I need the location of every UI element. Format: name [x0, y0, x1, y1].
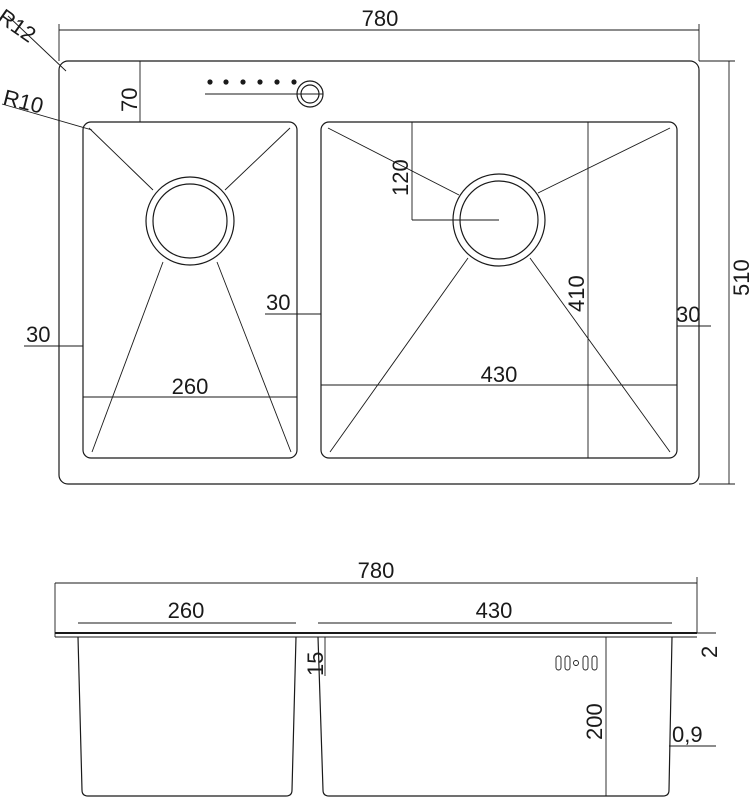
dim-overall-width-top-label: 780 — [362, 6, 399, 31]
right-bowl-profile — [317, 636, 673, 797]
left-bowl-slope-lines — [88, 127, 292, 453]
overflow-dots — [207, 79, 297, 85]
left-bowl-profile — [77, 636, 297, 797]
side-view: 780 260 430 15 200 2 — [54, 558, 722, 797]
dim-overall-height — [699, 60, 735, 485]
dim-left-margin-label: 30 — [26, 322, 50, 347]
left-bowl-outline — [82, 121, 298, 459]
left-drain — [145, 176, 235, 266]
dim-overall-width-side-label: 780 — [358, 558, 395, 583]
dim-overall-width-top — [58, 24, 700, 61]
dim-right-margin-label: 30 — [676, 302, 700, 327]
dim-right-bowl-width-side-label: 430 — [476, 598, 513, 623]
dim-overall-height-label: 510 — [729, 259, 753, 296]
right-bowl-outline — [320, 121, 678, 459]
dim-right-bowl-width-label: 430 — [481, 362, 518, 387]
dim-flange-thickness-label: 2 — [697, 646, 722, 658]
dim-r12-leader — [7, 15, 67, 72]
dim-faucet-offset-label: 70 — [117, 88, 142, 112]
faucet-hole — [296, 80, 324, 108]
right-bowl-slope-lines — [327, 127, 671, 453]
overflow-slot-icon — [555, 655, 598, 671]
dim-material-thickness-label: 0,9 — [672, 722, 703, 747]
dim-left-bowl-width-side-label: 260 — [168, 598, 205, 623]
dim-r10-leader — [1, 103, 93, 131]
dim-overall-width-side — [54, 577, 698, 633]
sink-outline-top — [58, 60, 700, 485]
dim-right-depth-label: 410 — [564, 275, 589, 312]
dim-bowl-depth-label: 200 — [582, 703, 607, 740]
top-view: 780 R12 R10 70 510 120 410 260 430 — [0, 4, 753, 485]
dim-r10-label: R10 — [1, 85, 46, 119]
dim-flange-offset-label: 15 — [303, 652, 328, 676]
dim-drain-offset-label: 120 — [388, 159, 413, 196]
dim-left-bowl-width-label: 260 — [172, 374, 209, 399]
dim-divider-label: 30 — [266, 290, 290, 315]
